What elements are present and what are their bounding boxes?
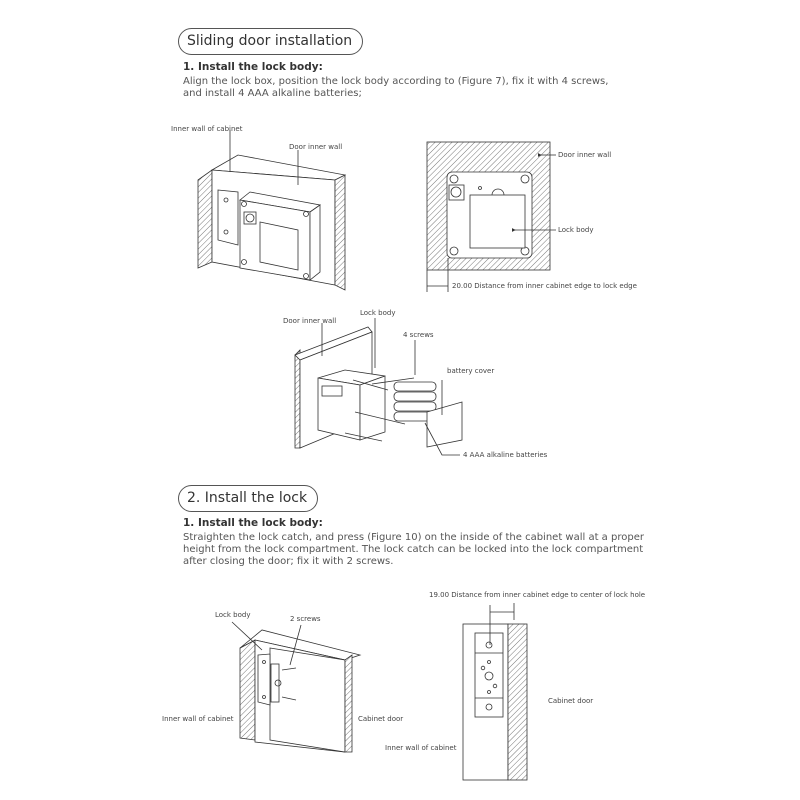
step-text-line-3: after closing the door; fix it with 2 sc… bbox=[183, 556, 394, 567]
figure-lock-body-front-view bbox=[426, 141, 556, 292]
label-dimension-19: 19.00 Distance from inner cabinet edge t… bbox=[429, 591, 646, 599]
figure-lock-catch-front-view bbox=[462, 603, 528, 781]
battery-cover-icon bbox=[426, 401, 463, 448]
label-lock-body: Lock body bbox=[558, 226, 594, 234]
aaa-batteries-icon bbox=[393, 381, 437, 422]
label-cabinet-door: Cabinet door bbox=[358, 715, 404, 723]
step-text-line-2: height from the lock compartment. The lo… bbox=[183, 544, 644, 555]
label-lock-body: Lock body bbox=[360, 309, 396, 317]
figure-battery-installation bbox=[294, 318, 463, 456]
section-title-sliding-door: Sliding door installation bbox=[178, 28, 364, 55]
step-text-line-1: Straighten the lock catch, and press (Fi… bbox=[183, 532, 644, 543]
label-door-inner-wall: Door inner wall bbox=[558, 151, 612, 159]
label-inner-wall-of-cabinet: Inner wall of cabinet bbox=[385, 744, 457, 752]
step-text-line-1: Align the lock box, position the lock bo… bbox=[183, 76, 609, 87]
label-2-screws: 2 screws bbox=[290, 615, 321, 623]
figure-lock-catch-perspective bbox=[231, 621, 362, 753]
step-title-install-lock-body: 1. Install the lock body: bbox=[183, 517, 323, 529]
label-door-inner-wall: Door inner wall bbox=[283, 317, 337, 325]
label-battery-cover: battery cover bbox=[447, 367, 495, 375]
label-inner-wall-of-cabinet: Inner wall of cabinet bbox=[171, 125, 243, 133]
label-lock-body: Lock body bbox=[215, 611, 251, 619]
label-inner-wall-of-cabinet: Inner wall of cabinet bbox=[162, 715, 234, 723]
label-cabinet-door: Cabinet door bbox=[548, 697, 594, 705]
step-title-install-lock-body: 1. Install the lock body: bbox=[183, 61, 323, 73]
step-text-line-2: and install 4 AAA alkaline batteries; bbox=[183, 88, 362, 99]
label-4-screws: 4 screws bbox=[403, 331, 434, 339]
figure-lock-body-perspective bbox=[197, 130, 347, 291]
label-door-inner-wall: Door inner wall bbox=[289, 143, 343, 151]
label-dimension-20: 20.00 Distance from inner cabinet edge t… bbox=[452, 282, 637, 290]
label-4-aaa-batteries: 4 AAA alkaline batteries bbox=[463, 451, 548, 459]
section-title-install-the-lock: 2. Install the lock bbox=[178, 485, 319, 512]
